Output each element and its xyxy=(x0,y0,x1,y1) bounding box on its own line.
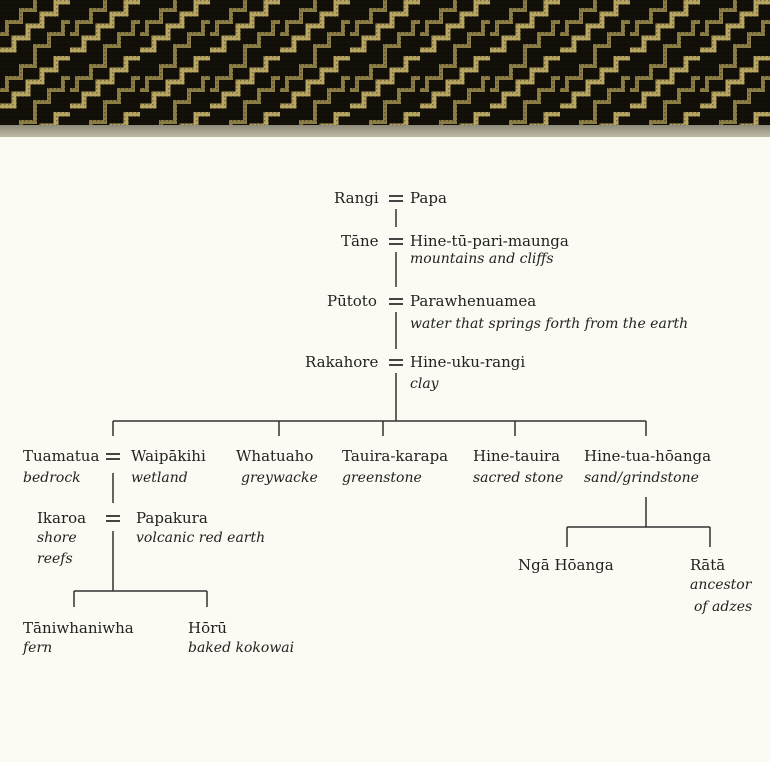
desc-clay: clay xyxy=(410,376,439,392)
name-nga-hoanga: Ngā Hōanga xyxy=(518,556,614,574)
name-hine-tu-pari-maunga: Hine-tū-pari-maunga xyxy=(410,232,569,250)
name-whatuaho: Whatuaho xyxy=(236,447,314,465)
connector-lines xyxy=(73,209,711,607)
name-waipakihi: Waipākihi xyxy=(131,447,206,465)
desc-ancestor: ancestor xyxy=(690,577,752,593)
desc-bedrock: bedrock xyxy=(23,470,81,486)
name-putoto: Pūtoto xyxy=(327,292,377,310)
name-hine-tua-hoanga: Hine-tua-hōanga xyxy=(584,447,712,465)
desc-wetland: wetland xyxy=(131,470,188,486)
name-taniwhaniwha: Tāniwhaniwha xyxy=(23,619,134,637)
name-papa: Papa xyxy=(410,189,447,207)
desc-shore: shore xyxy=(37,530,77,546)
desc-greenstone: greenstone xyxy=(342,470,422,486)
name-tauira-karapa: Tauira-karapa xyxy=(342,447,449,465)
name-rangi: Rangi xyxy=(334,189,379,207)
name-papakura: Papakura xyxy=(136,509,208,527)
desc-sacred-stone: sacred stone xyxy=(473,470,564,486)
desc-greywacke: greywacke xyxy=(241,470,318,486)
desc-baked-kokowai: baked kokowai xyxy=(188,640,295,656)
desc-sand-grindstone: sand/grindstone xyxy=(584,470,699,486)
woven-pattern-banner xyxy=(0,0,770,137)
name-hine-tauira: Hine-tauira xyxy=(473,447,561,465)
desc-fern: fern xyxy=(23,640,53,656)
name-tane: Tāne xyxy=(341,232,379,250)
name-horu: Hōrū xyxy=(188,619,227,637)
stepped-pattern-graphic xyxy=(0,0,770,125)
desc-reefs: reefs xyxy=(37,551,73,567)
name-hine-uku-rangi: Hine-uku-rangi xyxy=(410,353,526,371)
desc-volcanic-red-earth: volcanic red earth xyxy=(136,530,266,546)
name-rakahore: Rakahore xyxy=(305,353,379,371)
desc-of-adzes: of adzes xyxy=(694,599,753,615)
name-ikaroa: Ikaroa xyxy=(37,509,87,527)
desc-mountains-and-cliffs: mountains and cliffs xyxy=(410,251,554,267)
name-rata: Rātā xyxy=(690,556,726,574)
banner-bottom-strip xyxy=(0,125,770,137)
name-parawhenuamea: Parawhenuamea xyxy=(410,292,537,310)
desc-water-springs: water that springs forth from the earth xyxy=(410,316,689,332)
name-tuamatua: Tuamatua xyxy=(23,447,100,465)
genealogy-chart: Rangi Papa Tāne Hine-tū-pari-maunga moun… xyxy=(0,137,770,762)
